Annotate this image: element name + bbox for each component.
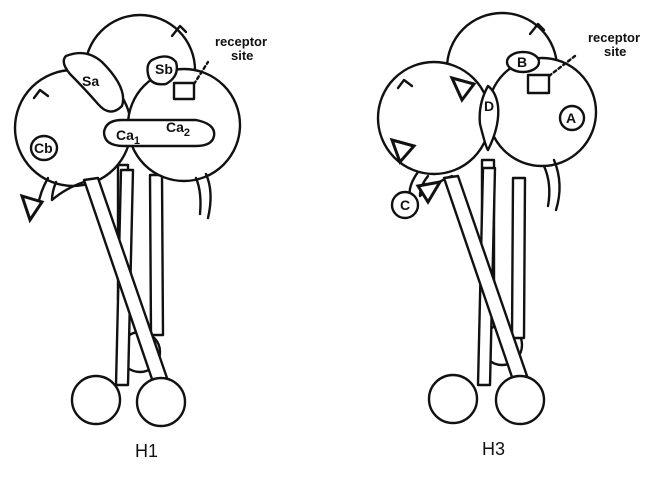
h3-stalk-right xyxy=(512,178,525,338)
h3-label-a: A xyxy=(566,110,576,126)
h1-label-sa: Sa xyxy=(82,73,99,89)
h3-label-b: B xyxy=(517,54,527,70)
h3-receptor-label-line2: site xyxy=(604,44,626,59)
h1-foot-left xyxy=(72,376,120,424)
h1-receptor-label-line2: site xyxy=(231,48,253,63)
h1-hook-right xyxy=(196,174,211,218)
h3-globe-left xyxy=(378,62,490,174)
h1-stalk-right xyxy=(150,175,163,335)
h1-foot-right xyxy=(137,378,185,426)
h1-receptor-site-box xyxy=(174,83,194,99)
h3-label-c: C xyxy=(400,197,410,213)
h3-foot-left xyxy=(429,375,477,423)
h3-label-d: D xyxy=(484,98,494,114)
h3-hook-right xyxy=(544,160,560,210)
h1-triangle-marker xyxy=(22,196,42,220)
h1-caption: H1 xyxy=(135,441,158,461)
h3-receptor-label-line1: receptor xyxy=(588,30,640,45)
h3-caption: H3 xyxy=(482,439,505,459)
h3-triangle-marker-lower xyxy=(418,182,440,202)
h1-panel: Sa Sb Ca1 Ca2 Cb receptor site H1 xyxy=(15,15,267,461)
h3-panel: A B C D receptor site H3 xyxy=(378,13,640,459)
h3-foot-right xyxy=(496,376,544,424)
h1-receptor-label-line1: receptor xyxy=(215,34,267,49)
h3-receptor-site-box xyxy=(528,75,549,93)
h1-label-sb: Sb xyxy=(155,61,173,77)
h1-label-cb: Cb xyxy=(34,140,53,156)
